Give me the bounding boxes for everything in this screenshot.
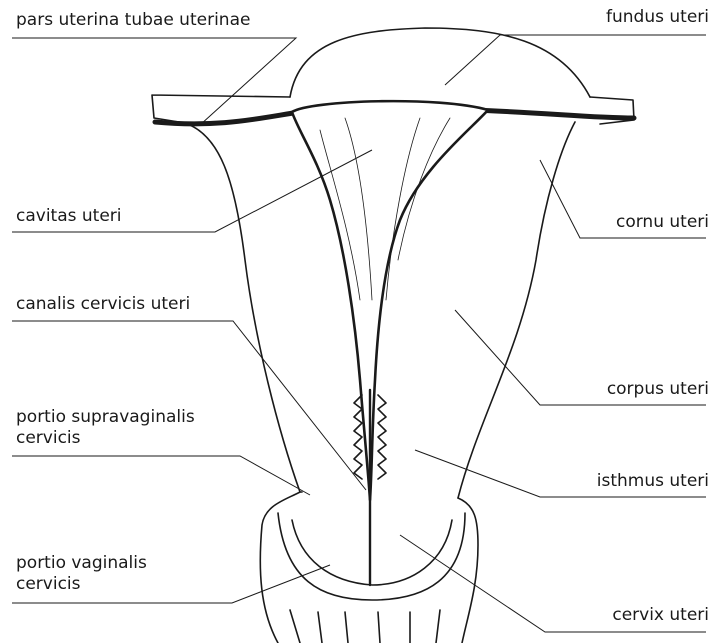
label-isthmus-uteri: isthmus uteri bbox=[597, 471, 709, 492]
label-canalis-cervicis: canalis cervicis uteri bbox=[16, 294, 190, 315]
fundus-outline bbox=[290, 28, 590, 97]
label-cornu-uteri: cornu uteri bbox=[616, 212, 709, 233]
label-corpus-uteri: corpus uteri bbox=[607, 379, 709, 400]
cervix-left-rim bbox=[260, 492, 300, 643]
leader-fundus bbox=[445, 35, 706, 85]
uterus-right-wall bbox=[458, 122, 575, 498]
label-portio-supravaginalis-line1: portio supravaginalis bbox=[16, 407, 195, 428]
label-portio-vaginalis-line2: cervicis bbox=[16, 574, 147, 595]
vagina-folds bbox=[290, 610, 440, 643]
vaginal-fornix bbox=[292, 520, 452, 585]
cavity-outline bbox=[292, 101, 488, 500]
label-pars-uterina: pars uterina tubae uterinae bbox=[16, 10, 250, 31]
label-cervix-uteri: cervix uteri bbox=[612, 605, 709, 626]
label-portio-supravaginalis: portio supravaginalis cervicis bbox=[16, 407, 195, 449]
label-portio-vaginalis: portio vaginalis cervicis bbox=[16, 553, 147, 595]
leader-canalis bbox=[12, 321, 366, 490]
label-portio-supravaginalis-line2: cervicis bbox=[16, 428, 195, 449]
uterus-left-wall bbox=[185, 123, 302, 492]
cervix-right-rim bbox=[458, 498, 478, 643]
label-fundus-uteri: fundus uteri bbox=[606, 7, 709, 28]
label-portio-vaginalis-line1: portio vaginalis bbox=[16, 553, 147, 574]
leader-portio-supravaginalis bbox=[12, 456, 310, 495]
label-cavitas-uteri: cavitas uteri bbox=[16, 206, 122, 227]
